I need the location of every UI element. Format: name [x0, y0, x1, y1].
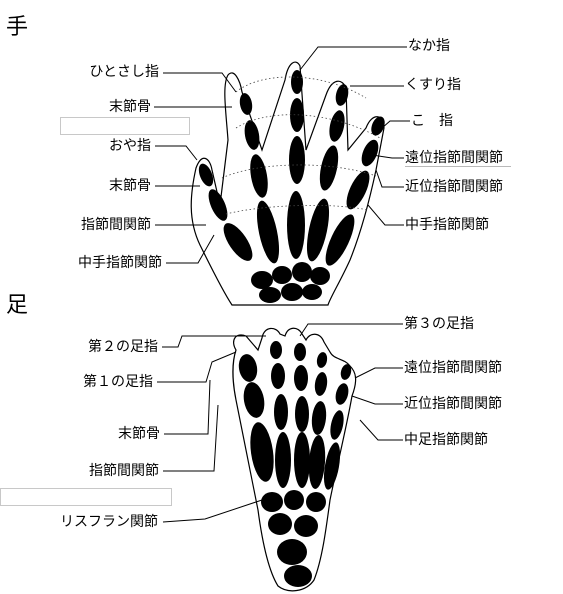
foot-illustration [232, 327, 357, 592]
little-finger-bones [325, 116, 385, 266]
label-metacarpophalangeal-right: 中手指節関節 [405, 217, 489, 233]
third-toe-bones [294, 343, 310, 488]
label-lisfranc-joint: リスフラン関節 [60, 514, 158, 530]
leader-lines [154, 46, 410, 523]
label-metatarsophalangeal: 中足指節関節 [404, 432, 488, 448]
label-ring-finger: くすり指 [405, 77, 461, 93]
thumb-bones [198, 163, 253, 261]
foot-outline [232, 327, 357, 592]
label-distal-interphalangeal-hand: 遠位指節間関節 [405, 150, 511, 167]
label-proximal-interphalangeal-hand: 近位指節間関節 [405, 179, 503, 195]
label-metacarpophalangeal-left: 中手指節関節 [78, 255, 162, 271]
label-distal-phalanx-foot: 末節骨 [118, 426, 160, 442]
label-third-toe: 第３の足指 [404, 316, 474, 332]
hand-illustration [190, 61, 385, 306]
fourth-toe-bones [308, 352, 328, 489]
carpal-bones [251, 262, 330, 303]
label-interphalangeal-joint-foot: 指節間関節 [89, 463, 159, 479]
label-first-toe: 第１の足指 [83, 374, 153, 390]
label-index-finger: ひとさし指 [89, 64, 159, 80]
blank-answer-box-hand[interactable] [60, 117, 190, 135]
middle-finger-bones [287, 70, 305, 259]
label-little-finger: こ 指 [411, 113, 453, 129]
blank-answer-box-foot[interactable] [0, 488, 172, 506]
label-distal-interphalangeal-foot: 遠位指節間関節 [404, 360, 502, 376]
label-thumb: おや指 [109, 138, 151, 154]
second-toe-bones [270, 341, 291, 488]
foot-section-title: 足 [6, 293, 29, 318]
fifth-toe-bones [323, 364, 352, 490]
label-distal-phalanx-hand: 末節骨 [109, 99, 151, 115]
label-proximal-interphalangeal-foot: 近位指節間関節 [404, 396, 502, 412]
ring-finger-bones [306, 84, 349, 262]
label-middle-finger: なか指 [408, 38, 450, 54]
joint-lines [221, 76, 381, 215]
label-second-toe: 第２の足指 [88, 339, 158, 355]
label-interphalangeal-joint-hand: 指節間関節 [81, 217, 151, 233]
hand-outline [190, 61, 385, 306]
tarsal-bones [261, 490, 326, 587]
index-finger-bones [239, 93, 280, 264]
big-toe-bones [238, 354, 274, 482]
label-distal-phalanx-thumb: 末節骨 [109, 178, 151, 194]
hand-section-title: 手 [6, 15, 29, 40]
